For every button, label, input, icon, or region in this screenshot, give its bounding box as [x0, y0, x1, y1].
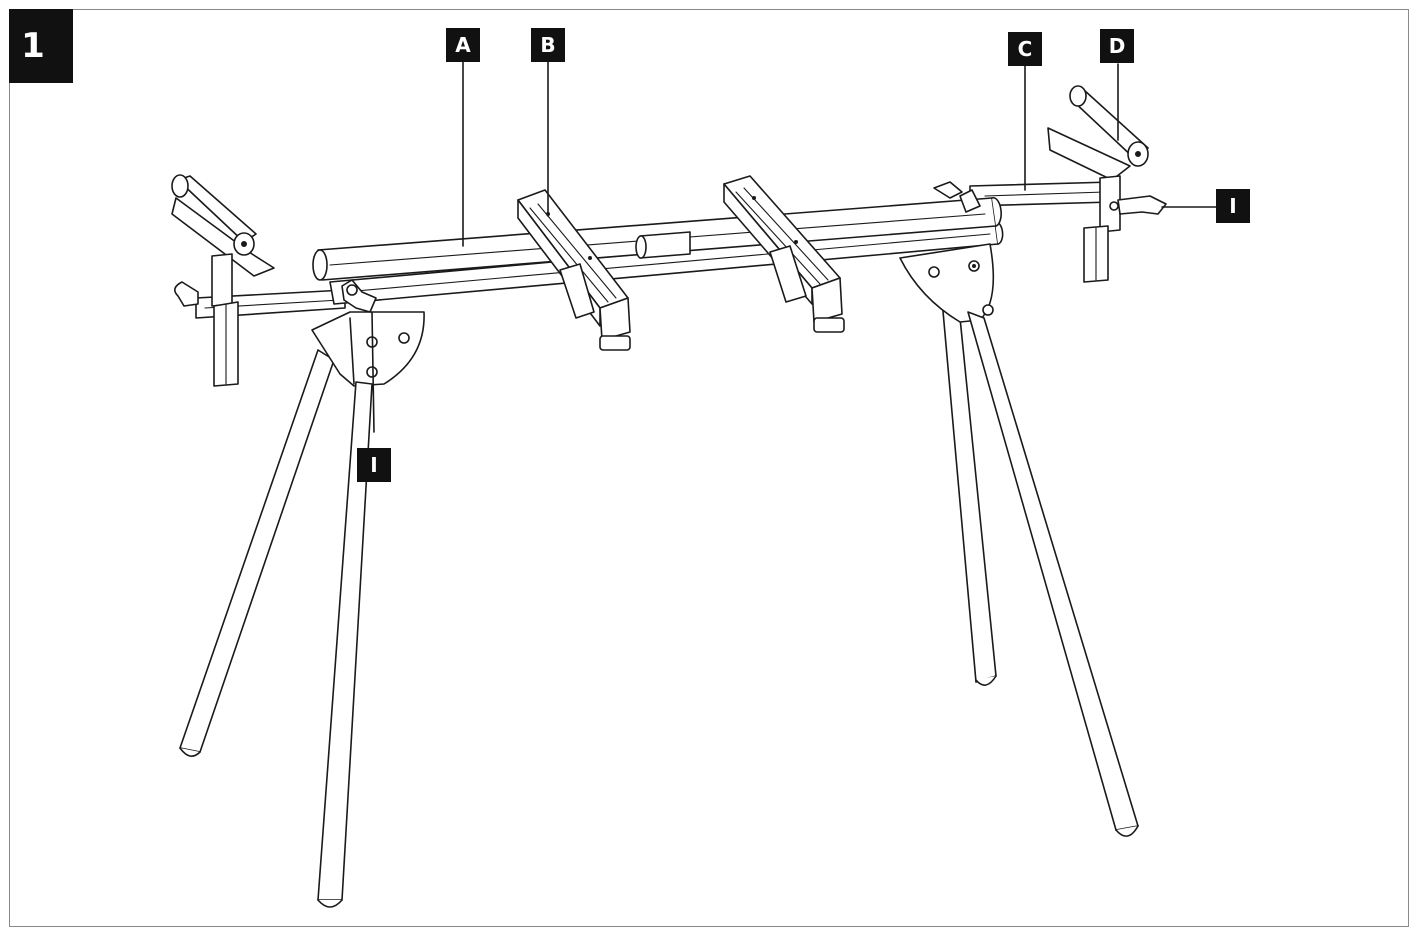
figure-number-badge: 1 — [9, 9, 73, 83]
roller-support-right — [1047, 85, 1167, 283]
leg-bracket-right — [899, 243, 995, 323]
callout-d: D — [1100, 29, 1134, 63]
callout-a: A — [446, 28, 480, 62]
figure-frame — [9, 9, 1409, 927]
callout-i-right: I — [1216, 189, 1250, 223]
callout-c: C — [1008, 32, 1042, 66]
roller-support-left — [171, 174, 275, 387]
callout-i-left: I — [357, 448, 391, 482]
leg-back-left — [179, 349, 335, 757]
figure-number: 1 — [21, 26, 45, 66]
leg-bracket-left — [311, 311, 425, 387]
leg-front-left — [317, 381, 373, 908]
leader-lines — [371, 61, 1217, 433]
callout-b: B — [531, 28, 565, 62]
mounting-bracket-left — [517, 189, 631, 351]
clamp-right-top — [933, 181, 981, 213]
leg-front-right — [967, 311, 1139, 837]
mounting-bracket-right — [723, 175, 845, 333]
locking-knob-left — [341, 279, 377, 313]
